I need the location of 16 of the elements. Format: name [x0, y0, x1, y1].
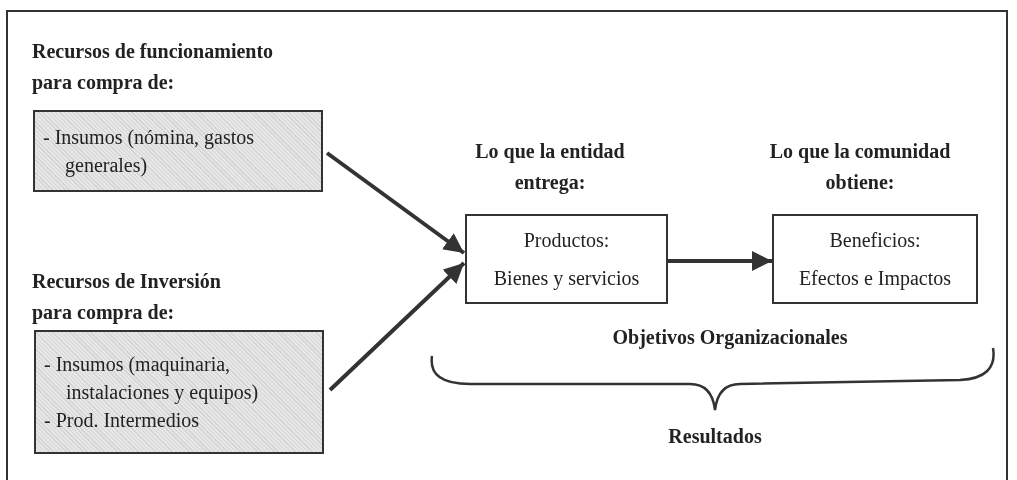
brace-label: Resultados — [667, 425, 763, 448]
box-text: - Insumos (maquinaria, instalaciones y equipos) — [44, 352, 260, 406]
heading-text: Recursos de Inversión para compra de: — [32, 269, 222, 326]
box-text: Productos: — [523, 228, 610, 253]
arrow — [328, 261, 466, 392]
arrow — [668, 251, 772, 271]
box-text: - Prod. Intermedios — [44, 408, 200, 433]
heading-text: Recursos de funcionamiento para compra de: — [32, 39, 275, 96]
box-text: - Insumos (nómina, gastos generales) — [43, 125, 256, 179]
heading-text: Lo que la comunidad obtiene: — [768, 139, 952, 195]
box-text: Bienes y servicios — [493, 266, 640, 292]
group-label: Objetivos Organizacionales — [611, 326, 849, 349]
arrow — [325, 151, 466, 255]
box-text: Beneficios: — [829, 228, 921, 253]
box-text: Efectos e Impactos — [798, 266, 952, 292]
heading-text: Lo que la entidad entrega: — [474, 139, 626, 196]
